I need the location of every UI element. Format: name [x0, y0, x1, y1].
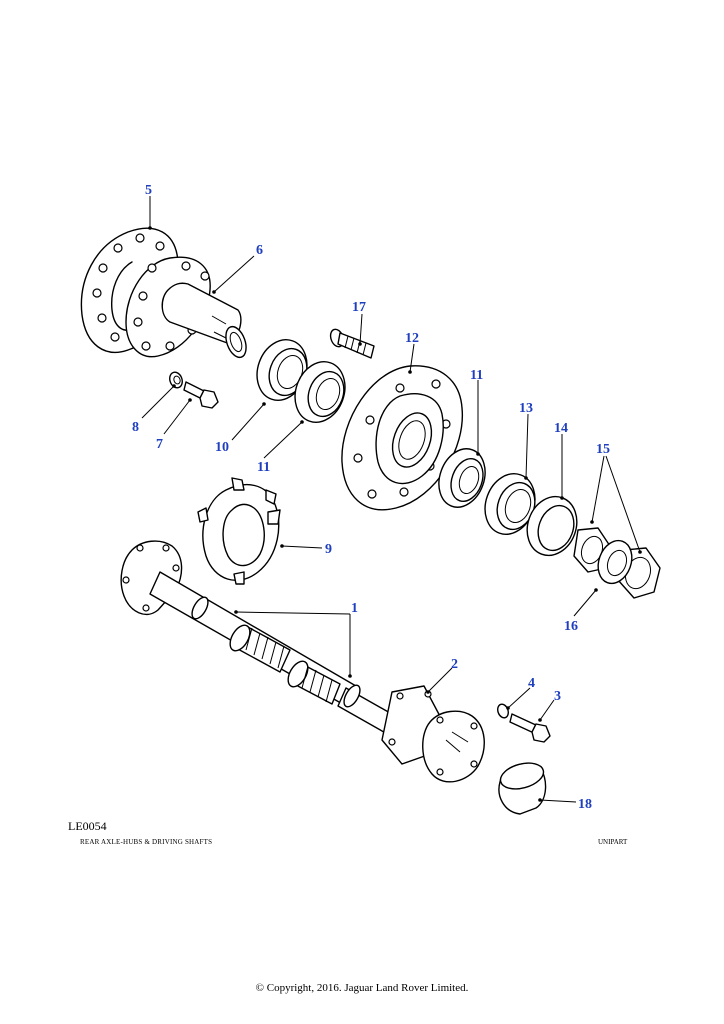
outer-joint-flange [381, 685, 485, 783]
lock-washer [597, 539, 633, 585]
callout-7: 7 [156, 437, 163, 452]
callout-17: 17 [352, 300, 366, 315]
bearing-outer [438, 448, 486, 508]
callout-11-upper: 11 [470, 368, 483, 383]
callout-3: 3 [554, 689, 561, 704]
leader-lines [141, 196, 642, 803]
callout-5: 5 [145, 183, 152, 198]
callout-18: 18 [578, 797, 592, 812]
callout-11-lower: 11 [257, 460, 270, 475]
publisher-label: UNIPART [598, 838, 628, 846]
stub-axle [125, 256, 247, 359]
callout-12: 12 [405, 331, 419, 346]
lock-washer-small [169, 371, 183, 389]
lock-washer-lower [497, 703, 509, 719]
driving-shaft [120, 540, 421, 749]
callout-1: 1 [351, 601, 358, 616]
callout-13: 13 [519, 401, 533, 416]
hub-cap [498, 762, 547, 815]
callout-2: 2 [451, 657, 458, 672]
hub-oil-seal [484, 473, 536, 535]
callout-10: 10 [215, 440, 229, 455]
section-title: REAR AXLE-HUBS & DRIVING SHAFTS [80, 838, 213, 846]
callout-14: 14 [554, 421, 568, 436]
callout-9: 9 [325, 542, 332, 557]
callout-labels: 5 6 17 12 11 13 14 15 16 8 7 10 11 9 1 2… [132, 183, 610, 812]
wheel-stud [329, 328, 375, 359]
spacer-ring [526, 495, 578, 557]
drive-flange-gasket [197, 477, 281, 585]
bolt-small [183, 381, 219, 409]
callout-15: 15 [596, 442, 610, 457]
illustration-reference: LE0054 [68, 819, 107, 833]
copyright-notice: © Copyright, 2016. Jaguar Land Rover Lim… [255, 982, 469, 994]
callout-8: 8 [132, 420, 139, 435]
bearing-inner [294, 361, 346, 423]
bolt-lower [509, 713, 551, 743]
hub [341, 365, 464, 511]
callout-6: 6 [256, 243, 263, 258]
callout-4: 4 [528, 676, 535, 691]
callout-16: 16 [564, 619, 578, 634]
